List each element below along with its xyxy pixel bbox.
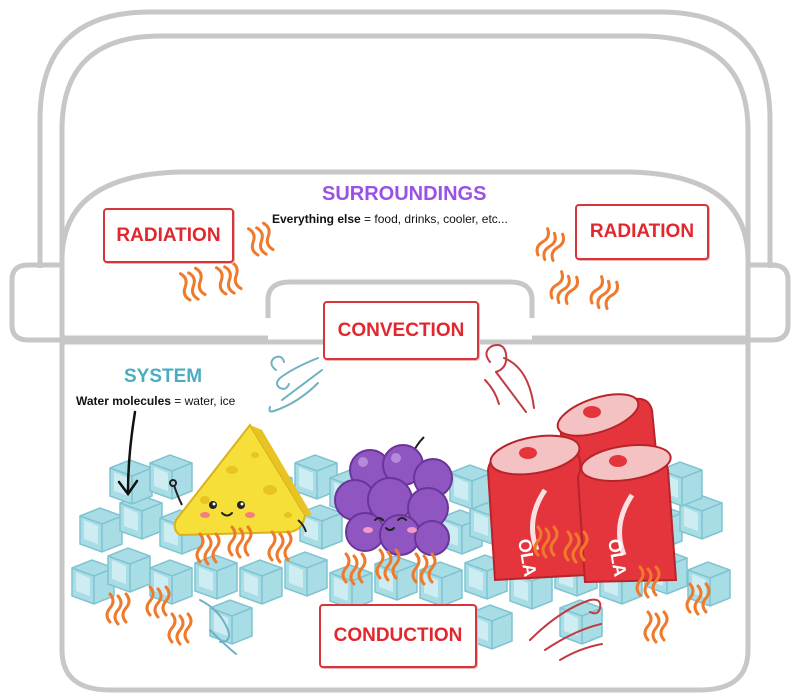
surroundings-description: Everything else = food, drinks, cooler, … <box>272 212 508 226</box>
system-description-bold: Water molecules <box>76 394 171 408</box>
cooler-outline <box>9 9 791 693</box>
system-title: SYSTEM <box>124 366 203 387</box>
surroundings-description-rest: = food, drinks, cooler, etc... <box>360 212 508 226</box>
air-swirl-icon <box>199 344 603 661</box>
cheese-character-icon <box>169 423 312 537</box>
grapes-character-icon <box>334 436 453 556</box>
surroundings-description-bold: Everything else <box>272 212 361 226</box>
arrow-icon <box>117 410 139 497</box>
radiation-left-label: RADIATION <box>103 208 234 263</box>
soda-can-icon: OLA OLA <box>486 393 678 584</box>
system-description-rest: = water, ice <box>170 394 236 408</box>
radiation-right-label: RADIATION <box>575 204 709 260</box>
convection-label: CONVECTION <box>323 301 479 360</box>
system-description: Water molecules = water, ice <box>76 394 235 408</box>
surroundings-title: SURROUNDINGS <box>322 183 487 205</box>
conduction-label: CONDUCTION <box>319 604 477 668</box>
